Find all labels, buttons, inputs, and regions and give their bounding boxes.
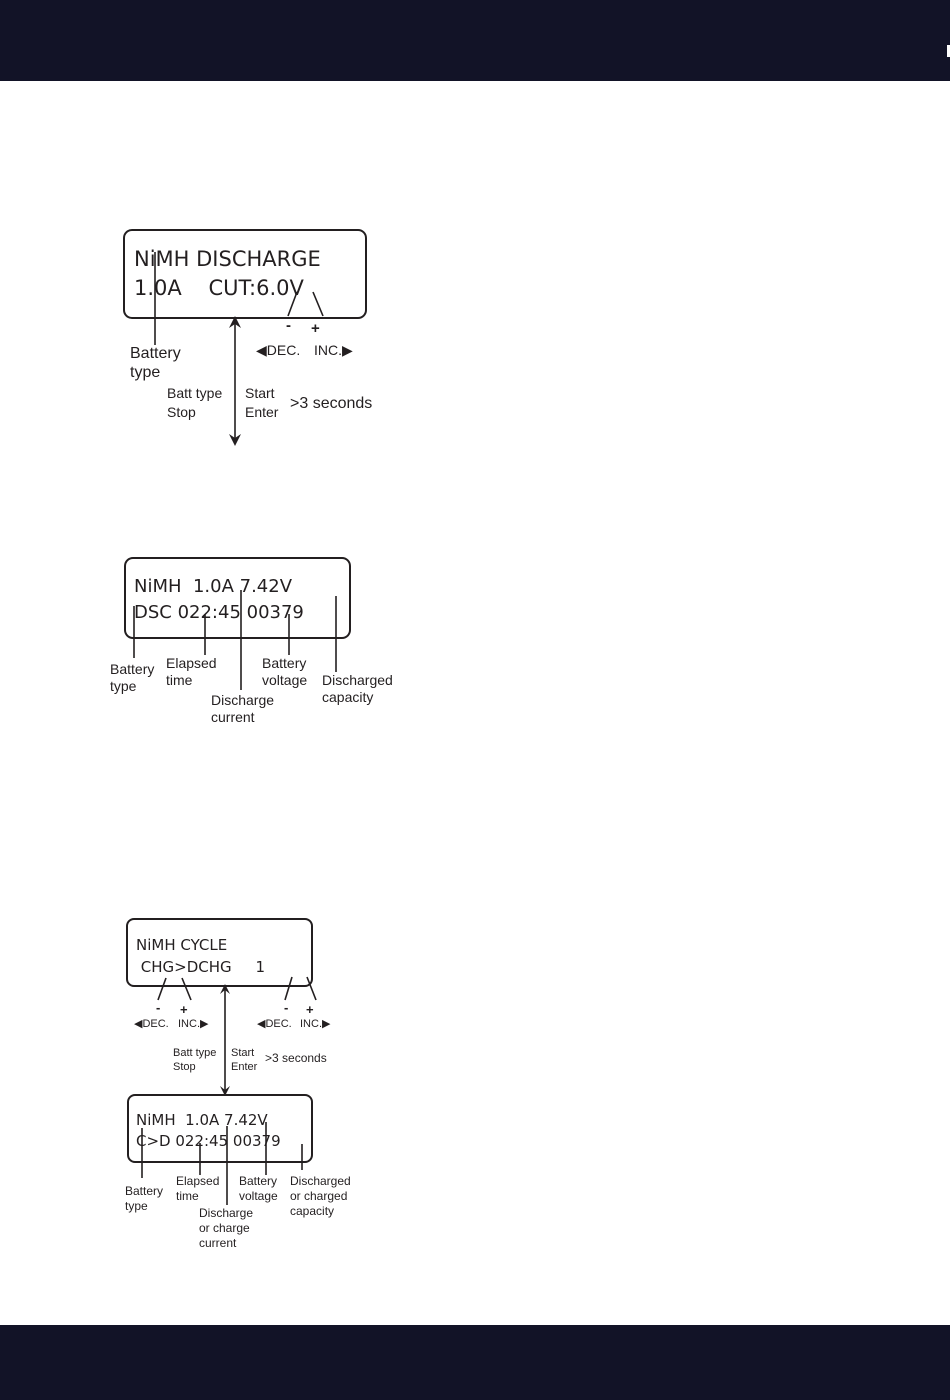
- current-label-line2: or charge: [199, 1221, 250, 1235]
- lcd-screen-cycle-setup: [126, 918, 313, 987]
- arrow-up-icon: [220, 984, 230, 994]
- battery-type-label-line2: type: [110, 678, 137, 694]
- inc-pointer-right: [306, 976, 317, 1001]
- elapsed-time-label-line2: time: [166, 672, 193, 688]
- plus-sign-right: +: [306, 1002, 314, 1017]
- lcd-line-2: 1.0A CUT:6.0V: [134, 276, 304, 300]
- dec-pointer-right: [284, 976, 293, 1001]
- elapsed-time-label-line1: Elapsed: [176, 1174, 219, 1188]
- discharged-capacity-label-line2: capacity: [322, 689, 373, 705]
- elapsed-time-label-line2: time: [176, 1189, 199, 1203]
- inc-button-label-left: INC.▶: [178, 1018, 209, 1030]
- lcd-screen: [124, 557, 351, 639]
- minus-sign: -: [286, 317, 291, 334]
- capacity-label-line1: Discharged: [290, 1174, 351, 1188]
- inc-button-label-right: INC.▶: [300, 1018, 331, 1030]
- lcd-running-line-2: C>D 022:45 00379: [136, 1132, 281, 1150]
- dec-button-label: ◀DEC.: [256, 342, 300, 358]
- lcd-running-line-1: NiMH 1.0A 7.42V: [136, 1111, 268, 1129]
- battery-voltage-label-line2: voltage: [262, 672, 307, 688]
- discharged-capacity-label-line1: Discharged: [322, 672, 393, 688]
- discharge-running-diagram: NiMH 1.0A 7.42V DSC 022:45 00379 Battery…: [110, 557, 393, 725]
- plus-sign-left: +: [180, 1002, 188, 1017]
- dec-button-label-right: ◀DEC.: [257, 1018, 292, 1030]
- battery-voltage-label-line1: Battery: [262, 655, 306, 671]
- lcd-screen: [123, 229, 367, 319]
- minus-sign-right: -: [284, 1000, 288, 1015]
- stop-label: Stop: [173, 1061, 196, 1073]
- battery-type-label-line1: Battery: [130, 345, 181, 362]
- batt-type-label: Batt type: [167, 385, 222, 401]
- hold-seconds-label: >3 seconds: [290, 395, 372, 412]
- dec-pointer-left: [157, 977, 167, 1001]
- enter-label: Enter: [245, 404, 279, 420]
- hold-seconds-label: >3 seconds: [265, 1051, 327, 1065]
- stop-label: Stop: [167, 404, 196, 420]
- enter-label: Enter: [231, 1061, 258, 1073]
- bottom-banner: [0, 1325, 950, 1400]
- inc-pointer: [312, 291, 324, 317]
- inc-button-label: INC.▶: [314, 342, 353, 358]
- elapsed-time-label-line1: Elapsed: [166, 655, 217, 671]
- inc-pointer-left: [181, 977, 192, 1001]
- lcd-line-1: NiMH 1.0A 7.42V: [134, 576, 293, 597]
- plus-sign: +: [311, 320, 320, 337]
- capacity-label-line2: or charged: [290, 1189, 347, 1203]
- current-label-line3: current: [199, 1236, 237, 1250]
- lcd-line-1: NiMH DISCHARGE: [134, 247, 321, 271]
- capacity-label-line3: capacity: [290, 1204, 334, 1218]
- start-label: Start: [245, 385, 275, 401]
- discharge-current-label-line2: current: [211, 709, 255, 725]
- start-label: Start: [231, 1047, 254, 1059]
- battery-type-label-line1: Battery: [110, 661, 154, 677]
- cycle-diagram: NiMH CYCLE CHG>DCHG 1 - + ◀DEC. INC.▶ - …: [125, 918, 351, 1250]
- lcd-cycle-line-1: NiMH CYCLE: [136, 936, 227, 954]
- lcd-line-2: DSC 022:45 00379: [134, 602, 304, 623]
- dec-pointer: [287, 291, 298, 317]
- minus-sign-left: -: [156, 1000, 160, 1015]
- batt-type-label: Batt type: [173, 1047, 216, 1059]
- top-banner: [0, 0, 950, 81]
- arrow-up-icon: [229, 316, 241, 328]
- discharge-current-label-line1: Discharge: [211, 692, 274, 708]
- arrow-down-icon: [220, 1086, 230, 1096]
- discharge-setup-diagram: NiMH DISCHARGE 1.0A CUT:6.0V Battery typ…: [123, 229, 372, 446]
- battery-type-label-line1: Battery: [125, 1184, 163, 1198]
- battery-voltage-label-line2: voltage: [239, 1189, 278, 1203]
- current-label-line1: Discharge: [199, 1206, 253, 1220]
- lcd-cycle-line-2: CHG>DCHG 1: [136, 958, 265, 976]
- battery-type-label-line2: type: [130, 364, 160, 381]
- battery-voltage-label-line1: Battery: [239, 1174, 277, 1188]
- dec-button-label-left: ◀DEC.: [134, 1018, 169, 1030]
- battery-type-label-line2: type: [125, 1199, 148, 1213]
- arrow-down-icon: [229, 434, 241, 446]
